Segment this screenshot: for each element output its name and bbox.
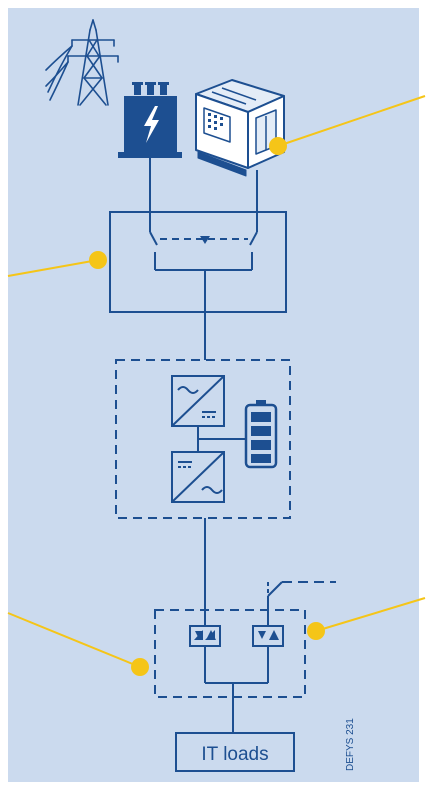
pdu-wiring — [204, 581, 336, 697]
ats-switch-icon — [109, 211, 287, 313]
interlock-arrow — [200, 236, 210, 244]
callout-dot-pdu — [131, 658, 149, 676]
it-loads-label: IT loads — [201, 744, 268, 765]
callout-dot-distribution — [307, 622, 325, 640]
battery-icon — [244, 400, 278, 469]
pdu-breaker-icon — [252, 625, 284, 647]
callout-dots — [89, 137, 325, 676]
power-pylon-icon — [45, 19, 119, 106]
pdu-enclosure — [154, 609, 306, 698]
reference-code: DEFYS 231 — [345, 718, 356, 771]
callout-dot-generator — [269, 137, 287, 155]
callout-lines — [7, 95, 426, 668]
load-box-icon — [175, 732, 295, 772]
ups-enclosure — [115, 359, 291, 519]
ups-converter-icon — [171, 375, 246, 503]
transformer-lightning-icon — [118, 82, 182, 158]
callout-dot-transfer-switch — [89, 251, 107, 269]
pdu-breaker-icon — [189, 625, 221, 647]
power-wiring — [149, 158, 258, 733]
